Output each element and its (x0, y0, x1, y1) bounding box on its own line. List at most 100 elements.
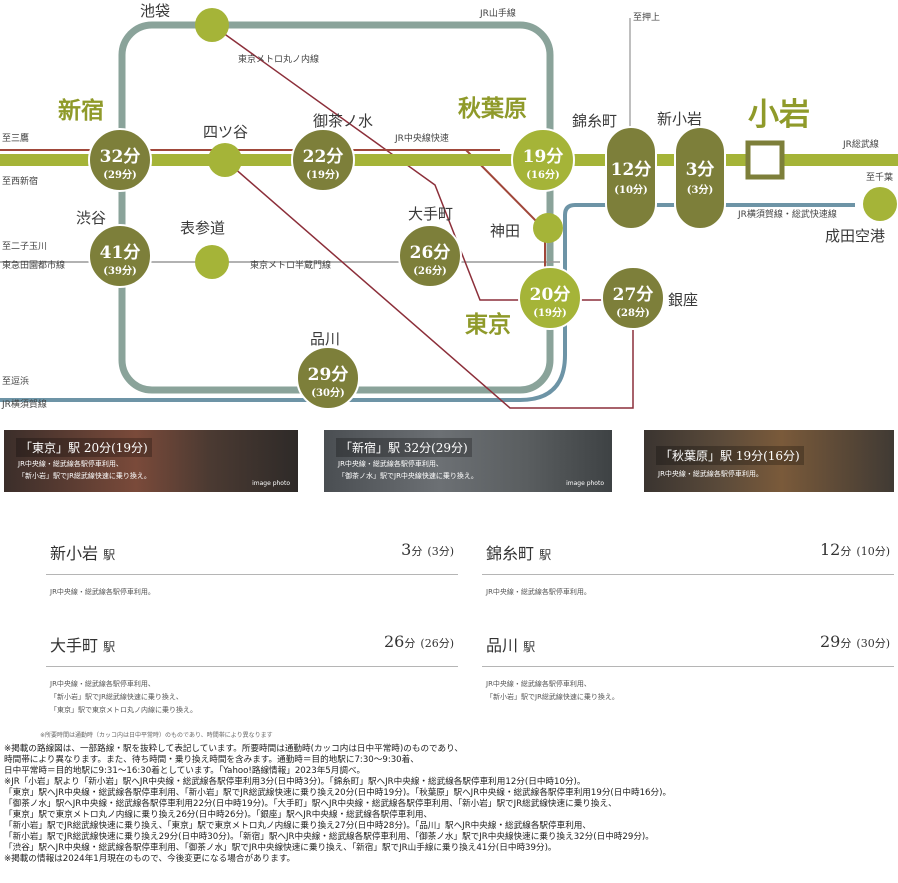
card-divider (46, 666, 458, 667)
card-station: 品川 (486, 636, 519, 655)
svg-text:(26分): (26分) (413, 264, 446, 277)
card-divider (482, 666, 894, 667)
kanda-dot (533, 213, 563, 243)
label-to-futakotamagawa: 至二子玉川 (2, 241, 47, 252)
label-yokosuka-left: JR横須賀線 (1, 398, 47, 410)
narita-dot (863, 187, 897, 221)
photo-tokyo-title: 「東京」駅 20分(19分) (16, 438, 152, 457)
label-ikebukuro: 池袋 (140, 2, 170, 20)
note-line: 「東京」駅で東京メトロ丸ノ内線に乗り換え26分(日中時26分)。「銀座」駅へJR… (4, 810, 433, 820)
label-omotesando: 表参道 (180, 219, 225, 237)
svg-text:(10分): (10分) (614, 183, 647, 196)
card-station: 新小岩 (50, 544, 99, 563)
svg-text:12分: 12分 (611, 160, 652, 180)
photo-tokyo: 「東京」駅 20分(19分) JR中央線・総武線各駅停車利用、「新小岩」駅でJR… (4, 430, 298, 492)
card-desc: JR中央線・総武線各駅停車利用。 (486, 588, 591, 596)
svg-text:(39分): (39分) (103, 264, 136, 277)
svg-text:(30分): (30分) (311, 386, 344, 399)
photo-akihabara-title: 「秋葉原」駅 19分(16分) (656, 446, 804, 465)
photo-tokyo-desc: JR中央線・総武線各駅停車利用、「新小岩」駅でJR総武線快速に乗り換え。 (18, 460, 151, 480)
time-footnote: ※所要時間は通勤時（カッコ内は日中平常時）のものであり、時間帯により異なります (40, 732, 273, 739)
label-tokyu: 東急田園都市線 (2, 259, 65, 271)
label-otemachi: 大手町 (408, 205, 453, 223)
ikebukuro-dot (195, 8, 229, 42)
label-shinagawa: 品川 (310, 330, 340, 348)
card-divider (46, 574, 458, 575)
label-akihabara: 秋葉原 (458, 95, 527, 122)
card-divider (482, 574, 894, 575)
card-station: 大手町 (50, 636, 99, 655)
card-time: 29分 (30分) (819, 632, 890, 651)
note-line: 「御茶ノ水」駅へJR中央線・総武線各駅停車利用22分(日中時19分)。「大手町」… (4, 799, 617, 809)
photo-shinjuku-imgnote: image photo (566, 480, 604, 487)
label-ginza: 銀座 (668, 291, 698, 309)
label-koiwa: 小岩 (748, 97, 810, 133)
card-station: 錦糸町 (486, 544, 535, 563)
omotesando-dot (195, 245, 229, 279)
note-line: ※掲載の路線図は、一部路線・駅を抜粋して表記しています。所要時間は通勤時(カッコ… (4, 744, 463, 754)
label-narita: 成田空港 (825, 227, 885, 245)
label-shinkoiwa: 新小岩 (657, 110, 702, 128)
svg-text:3分: 3分 (686, 160, 715, 180)
label-hanzomon: 東京メトロ半蔵門線 (250, 259, 331, 271)
yokosuka-line (0, 203, 855, 402)
time-tokyo: 20分 (19分) (518, 266, 582, 330)
label-to-oshiage: 至押上 (633, 11, 660, 23)
svg-text:27分: 27分 (613, 285, 654, 305)
note-line: 時間帯により異なります。また、待ち時間・乗り換え時間を含みます。通勤時＝目的地駅… (4, 755, 419, 765)
note-line: 「新小岩」駅でJR総武線快速に乗り換え、「東京」駅で東京メトロ丸ノ内線に乗り換え… (4, 821, 591, 831)
svg-text:(3分): (3分) (687, 183, 713, 196)
label-shinjuku: 新宿 (58, 97, 104, 124)
card-desc: JR中央線・総武線各駅停車利用、「新小岩」駅でJR総武線快速に乗り換え。 (486, 680, 619, 701)
svg-text:22分: 22分 (303, 147, 344, 167)
time-ginza: 27分 (28分) (601, 266, 665, 330)
time-kinshicho: 12分 (10分) (605, 126, 657, 230)
photo-shinjuku: 「新宿」駅 32分(29分) JR中央線・総武線各駅停車利用、「御茶ノ水」駅でJ… (324, 430, 612, 492)
yotsuya-dot (208, 143, 242, 177)
label-kanda: 神田 (490, 222, 520, 240)
label-to-chiba: 至千葉 (866, 171, 893, 183)
label-yotsuya: 四ツ谷 (203, 123, 248, 141)
time-otemachi: 26分 (26分) (398, 224, 462, 288)
note-line: 「東京」駅へJR中央線・総武線各駅停車利用、「新小岩」駅でJR総武線快速に乗り換… (4, 788, 672, 798)
svg-text:26分: 26分 (410, 243, 451, 263)
label-kinshicho: 錦糸町 (572, 112, 617, 130)
label-ochanomizu: 御茶ノ水 (313, 112, 373, 130)
svg-text:(29分): (29分) (103, 168, 136, 181)
note-line: 「渋谷」駅へJR中央線・総武線各駅停車利用、「御茶ノ水」駅でJR中央線快速に乗り… (4, 843, 557, 853)
label-sobu: JR総武線 (842, 138, 879, 150)
label-to-mitaka: 至三鷹 (2, 132, 29, 144)
card-time: 3分 (3分) (401, 540, 454, 559)
time-ochanomizu: 22分 (19分) (291, 128, 355, 192)
photo-akihabara-desc: JR中央線・総武線各駅停車利用。 (658, 470, 763, 478)
label-chuo: JR中央線快速 (394, 132, 449, 144)
time-shibuya: 41分 (39分) (88, 224, 152, 288)
time-akihabara: 19分 (16分) (511, 128, 575, 192)
label-to-zushi: 至逗浜 (2, 376, 29, 387)
photo-shinjuku-title: 「新宿」駅 32分(29分) (336, 438, 472, 457)
note-line: ※JR「小岩」駅より「新小岩」駅へJR中央線・総武線各駅停車利用3分(日中時3分… (4, 777, 586, 787)
svg-text:29分: 29分 (308, 365, 349, 385)
svg-text:(19分): (19分) (533, 306, 566, 319)
svg-text:41分: 41分 (100, 243, 141, 263)
card-time: 26分 (26分) (383, 632, 454, 651)
svg-text:(19分): (19分) (306, 168, 339, 181)
svg-text:20分: 20分 (530, 285, 571, 305)
time-shinjuku: 32分 (29分) (88, 128, 152, 192)
card-desc: JR中央線・総武線各駅停車利用、「新小岩」駅でJR総武線快速に乗り換え、「東京」… (50, 680, 197, 714)
card-time: 12分 (10分) (819, 540, 890, 559)
note-line: ※掲載の情報は2024年1月現在のもので、今後変更になる場合があります。 (4, 854, 296, 864)
label-marunouchi: 東京メトロ丸ノ内線 (238, 53, 319, 65)
label-tokyo: 東京 (465, 311, 511, 338)
label-yamanote: JR山手線 (479, 7, 516, 19)
koiwa-marker (745, 140, 785, 180)
time-shinkoiwa: 3分 (3分) (674, 126, 726, 230)
svg-text:19分: 19分 (523, 147, 564, 167)
svg-text:(16分): (16分) (526, 168, 559, 181)
route-map: 32分 (29分) 22分 (19分) 19分 (16分) 12分 (10分) … (0, 2, 898, 410)
label-to-nishishinjuku: 至西新宿 (2, 175, 38, 187)
time-shinagawa: 29分 (30分) (296, 346, 360, 410)
photo-shinjuku-desc: JR中央線・総武線各駅停車利用、「御茶ノ水」駅でJR中央線快速に乗り換え。 (338, 460, 478, 480)
card-desc: JR中央線・総武線各駅停車利用。 (50, 588, 155, 596)
photo-akihabara: 「秋葉原」駅 19分(16分) JR中央線・総武線各駅停車利用。 (644, 430, 894, 492)
